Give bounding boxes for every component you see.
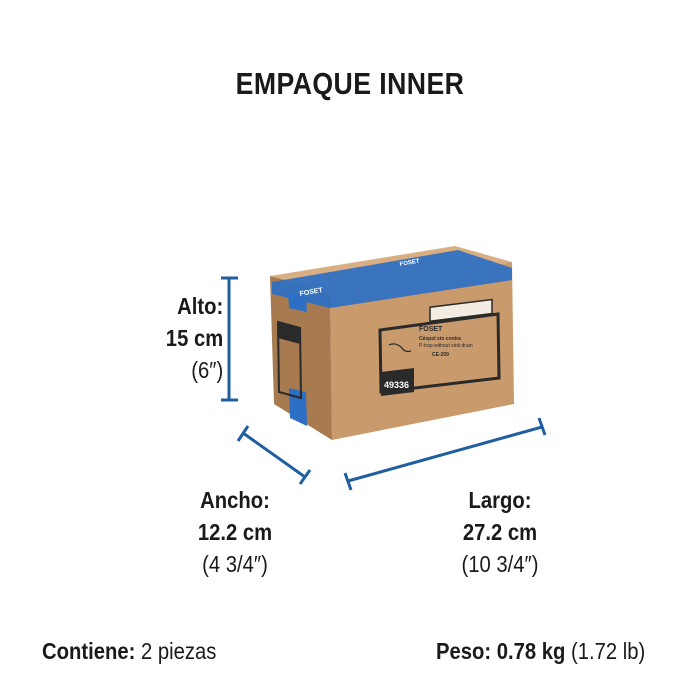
weight-label: Peso: 0.78 kg <box>436 638 566 664</box>
ancho-dimension: Ancho: 12.2 cm (4 3/4″) <box>187 484 284 580</box>
box-product-es: Céspol sin contra <box>419 336 461 342</box>
ancho-label: Ancho: <box>200 487 270 513</box>
svg-text:FOSET: FOSET <box>399 259 420 268</box>
svg-text:FOSET: FOSET <box>299 287 324 298</box>
largo-imperial: (10 3/4″) <box>461 551 539 577</box>
box-code: 49336 <box>384 380 409 390</box>
alto-dimension: Alto: 15 cm (6″) <box>153 290 223 386</box>
box-product-en: P-trap without sink drain <box>419 343 473 349</box>
ancho-measure-line <box>236 425 312 485</box>
alto-label: Alto: <box>177 293 224 319</box>
weight-info: Peso: 0.78 kg (1.72 lb) <box>436 638 645 665</box>
tape-side-bottom <box>289 388 307 426</box>
barcode <box>429 298 493 323</box>
front-label-frame <box>378 312 501 394</box>
contents-label: Contiene: <box>42 638 136 664</box>
box-brand: FOSET <box>419 326 443 333</box>
tape-side-top <box>288 292 307 312</box>
p-trap-icon <box>388 343 412 353</box>
contents-value: 2 piezas <box>140 638 217 664</box>
weight-value: (1.72 lb) <box>571 638 646 664</box>
alto-metric: 15 cm <box>165 325 224 351</box>
ancho-imperial: (4 3/4″) <box>202 551 268 577</box>
box-model: CE-209 <box>432 352 449 358</box>
alto-imperial: (6″) <box>191 357 224 383</box>
tape-top <box>272 250 512 308</box>
largo-metric: 27.2 cm <box>462 519 538 545</box>
largo-dimension: Largo: 27.2 cm (10 3/4″) <box>447 484 553 580</box>
page-title: EMPAQUE INNER <box>235 66 465 101</box>
largo-label: Largo: <box>468 487 532 513</box>
ancho-metric: 12.2 cm <box>197 519 273 545</box>
largo-measure-line <box>343 417 547 491</box>
contents-info: Contiene: 2 piezas <box>42 638 216 665</box>
alto-measure-line <box>221 276 238 402</box>
